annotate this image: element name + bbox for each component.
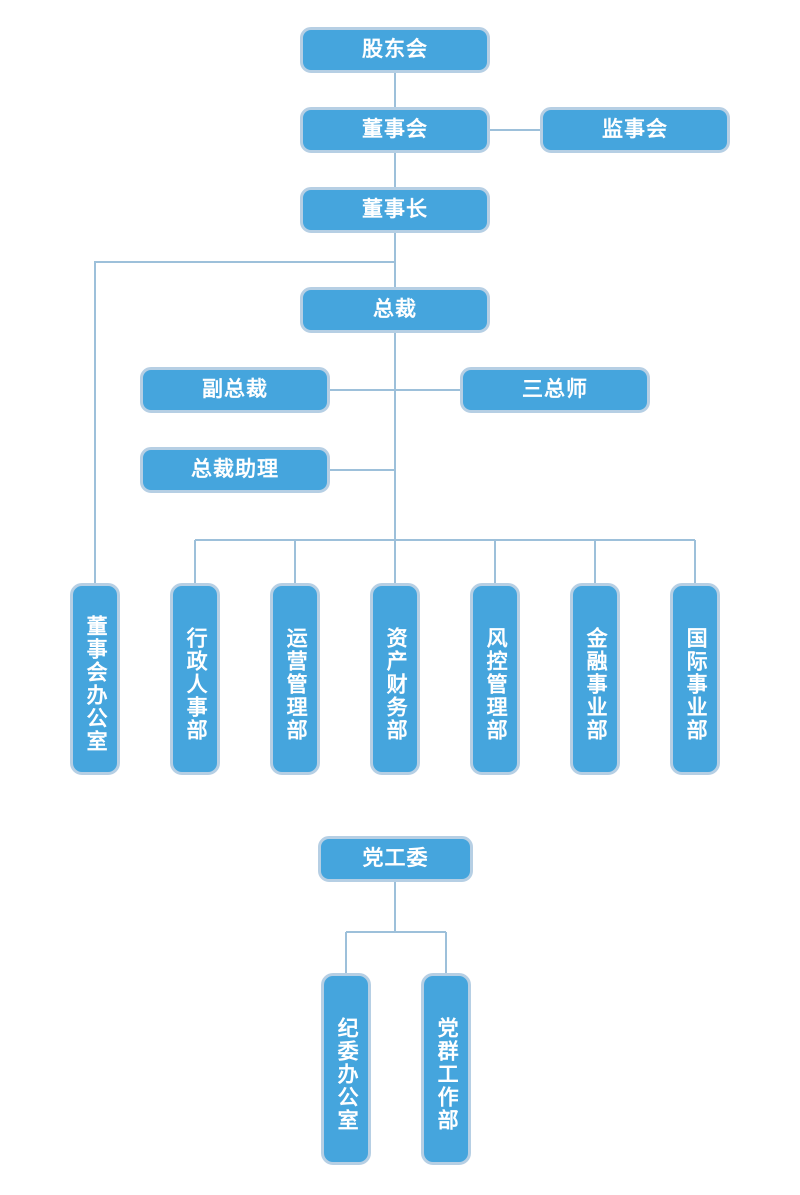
node-three-chief-engineers[interactable]: 三总师	[460, 367, 650, 413]
node-finance-business-dept[interactable]: 金融事业部	[570, 583, 620, 775]
node-label: 副总裁	[202, 377, 268, 401]
node-party-work-dept[interactable]: 党群工作部	[421, 973, 471, 1165]
node-vice-president[interactable]: 副总裁	[140, 367, 330, 413]
node-label: 党工委	[362, 846, 429, 870]
node-label: 董事会办公室	[84, 615, 108, 753]
node-chairman[interactable]: 董事长	[300, 187, 490, 233]
node-label: 总裁助理	[191, 457, 279, 481]
node-shareholders[interactable]: 股东会	[300, 27, 490, 73]
node-label: 董事长	[362, 197, 428, 221]
node-label: 监事会	[602, 117, 668, 141]
node-label: 三总师	[522, 377, 588, 401]
node-label: 行政人事部	[184, 626, 208, 742]
node-label: 国际事业部	[684, 626, 708, 742]
node-admin-hr-dept[interactable]: 行政人事部	[170, 583, 220, 775]
node-label: 资产财务部	[384, 626, 408, 742]
node-label: 党群工作部	[435, 1016, 459, 1132]
node-discipline-office[interactable]: 纪委办公室	[321, 973, 371, 1165]
node-board-office[interactable]: 董事会办公室	[70, 583, 120, 775]
node-president[interactable]: 总裁	[300, 287, 490, 333]
node-board[interactable]: 董事会	[300, 107, 490, 153]
node-operations-dept[interactable]: 运营管理部	[270, 583, 320, 775]
node-label: 股东会	[362, 37, 428, 61]
node-asset-finance-dept[interactable]: 资产财务部	[370, 583, 420, 775]
node-label: 董事会	[362, 117, 428, 141]
node-label: 风控管理部	[484, 626, 508, 742]
node-label: 金融事业部	[584, 626, 608, 742]
node-president-assistant[interactable]: 总裁助理	[140, 447, 330, 493]
node-risk-control-dept[interactable]: 风控管理部	[470, 583, 520, 775]
node-intl-business-dept[interactable]: 国际事业部	[670, 583, 720, 775]
node-label: 总裁	[373, 297, 417, 321]
node-supervisory-board[interactable]: 监事会	[540, 107, 730, 153]
node-label: 纪委办公室	[335, 1016, 359, 1132]
node-party-committee[interactable]: 党工委	[318, 836, 473, 882]
line-chairman-board-office	[93, 260, 395, 583]
node-label: 运营管理部	[284, 626, 308, 742]
